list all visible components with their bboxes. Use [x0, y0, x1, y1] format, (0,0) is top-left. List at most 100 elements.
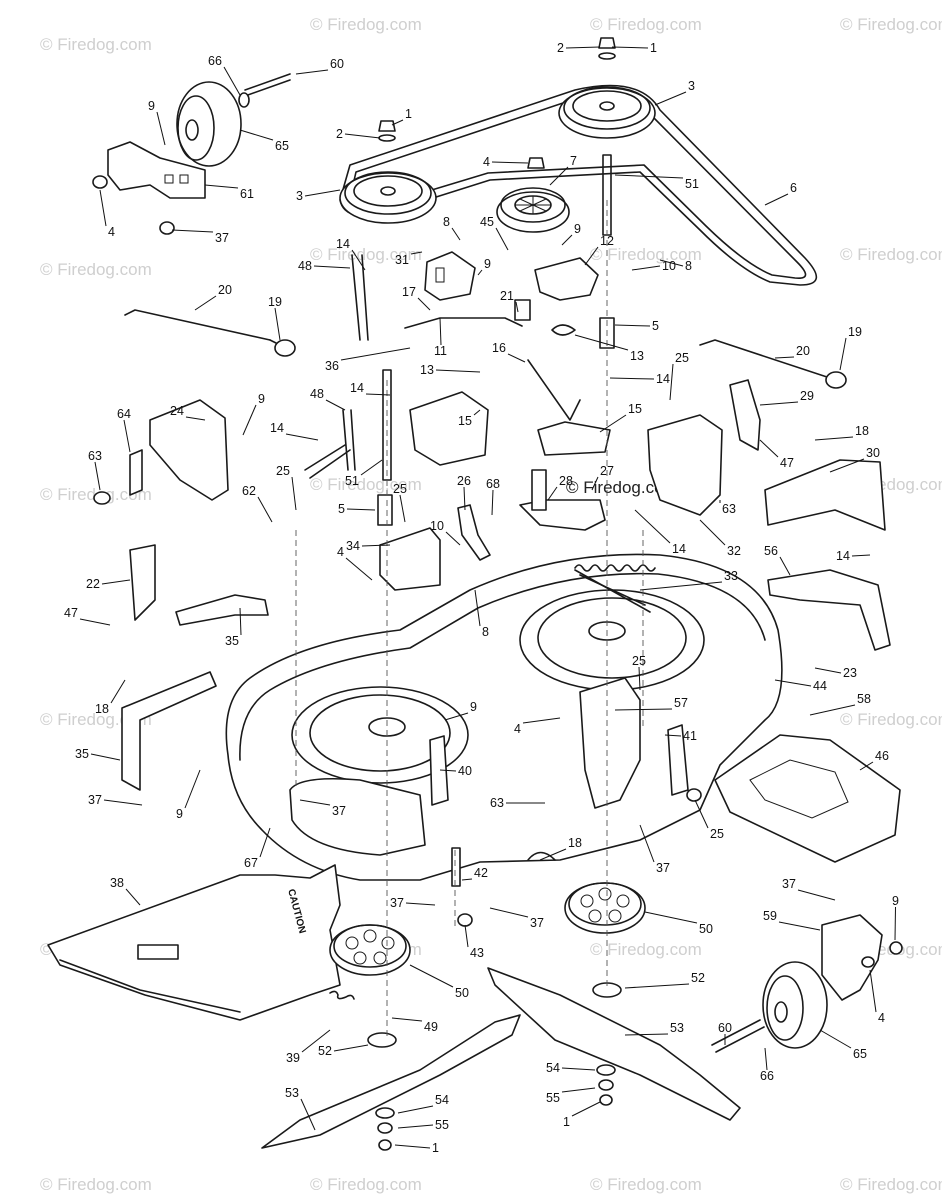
reference-lines: [295, 200, 644, 1040]
callout-number: 4: [878, 1011, 885, 1025]
callout-number: 60: [330, 57, 344, 71]
callout-number: 43: [470, 946, 484, 960]
callout-number: 37: [88, 793, 102, 807]
leader-line: [515, 301, 519, 313]
leader-line: [764, 1047, 768, 1071]
callout-number: 54: [546, 1061, 560, 1075]
callout-number: 10: [430, 519, 444, 533]
blade-adapter-right: [564, 882, 646, 934]
callout-number: 9: [176, 807, 183, 821]
leader-line: [391, 1017, 423, 1022]
gauge-wheel-lower: [711, 914, 903, 1053]
leader-line: [644, 911, 698, 924]
leader-line: [859, 761, 874, 771]
callout-number: 58: [857, 692, 871, 706]
callout-number: 2: [336, 127, 343, 141]
leader-line: [94, 461, 101, 491]
leader-line: [90, 753, 121, 761]
leader-line: [101, 579, 131, 585]
leader-line: [814, 436, 854, 441]
callout-number: 3: [688, 79, 695, 93]
leader-line: [194, 295, 217, 311]
leader-line: [333, 1044, 369, 1052]
lift-rod-right: [699, 339, 847, 389]
callout-number: 20: [796, 344, 810, 358]
leader-line: [759, 401, 799, 406]
callout-number: 48: [310, 387, 324, 401]
leader-line: [491, 161, 529, 164]
callout-number: 55: [546, 1091, 560, 1105]
leader-line: [491, 489, 494, 516]
watermark-text: © Firedog.com: [840, 1175, 942, 1194]
callout-number: 1: [563, 1115, 570, 1129]
pulley-right: [558, 86, 656, 139]
callout-number: 1: [432, 1141, 439, 1155]
callout-number: 51: [685, 177, 699, 191]
leader-line: [399, 494, 406, 523]
callout-number: 49: [424, 1020, 438, 1034]
leader-line: [435, 369, 481, 373]
leader-line: [571, 1101, 601, 1117]
callout-number: 56: [764, 544, 778, 558]
callout-number: 4: [337, 545, 344, 559]
leader-line: [634, 509, 671, 544]
callout-number: 14: [836, 549, 850, 563]
leader-line: [639, 581, 723, 591]
callout-number: 50: [455, 986, 469, 1000]
leader-line: [223, 66, 241, 96]
leader-line: [394, 1144, 431, 1149]
leader-line: [463, 486, 466, 511]
callout-number: 29: [800, 389, 814, 403]
leader-line: [774, 356, 795, 359]
callout-number: 50: [699, 922, 713, 936]
callout-number: 25: [675, 351, 689, 365]
mower-deck: [225, 553, 783, 881]
watermark-text: © Firedog.com: [590, 940, 702, 959]
leader-line: [274, 307, 281, 341]
leader-line: [574, 334, 629, 351]
leader-line: [694, 799, 709, 829]
watermark-text: © Firedog.com: [40, 260, 152, 279]
callout-number: 63: [490, 796, 504, 810]
leader-line: [259, 827, 271, 858]
callout-number: 18: [568, 836, 582, 850]
leader-line: [410, 251, 423, 255]
leader-line: [591, 476, 599, 491]
callout-number: 37: [390, 896, 404, 910]
leader-line: [547, 486, 558, 501]
pivot-arm: [457, 469, 606, 561]
callout-number: 63: [722, 502, 736, 516]
callout-number: 26: [457, 474, 471, 488]
callout-number: 37: [782, 877, 796, 891]
callout-number: 14: [270, 421, 284, 435]
leader-line: [397, 1124, 434, 1129]
blade-left: [261, 1014, 521, 1149]
leader-line: [99, 189, 107, 227]
leader-line: [103, 799, 143, 806]
leader-line: [561, 234, 573, 246]
leader-line: [239, 129, 274, 141]
callout-number: 9: [470, 700, 477, 714]
callout-number: 46: [875, 749, 889, 763]
leader-line: [624, 983, 690, 989]
leader-line: [439, 769, 457, 772]
leader-line: [445, 531, 461, 546]
callout-number: 9: [258, 392, 265, 406]
center-bracket: [304, 359, 611, 591]
leader-line: [391, 119, 404, 126]
callout-number: 60: [718, 1021, 732, 1035]
callout-number: 24: [170, 404, 184, 418]
blade-right: [487, 967, 741, 1121]
callout-number: 5: [652, 319, 659, 333]
leader-line: [257, 496, 273, 523]
leader-line: [507, 353, 526, 363]
callout-number: 27: [600, 464, 614, 478]
leader-line: [584, 246, 599, 266]
callout-number: 39: [286, 1051, 300, 1065]
leader-line: [561, 1067, 596, 1071]
leader-line: [565, 46, 601, 49]
leader-line: [797, 889, 836, 901]
leader-line: [171, 229, 214, 233]
leader-line: [365, 393, 391, 396]
